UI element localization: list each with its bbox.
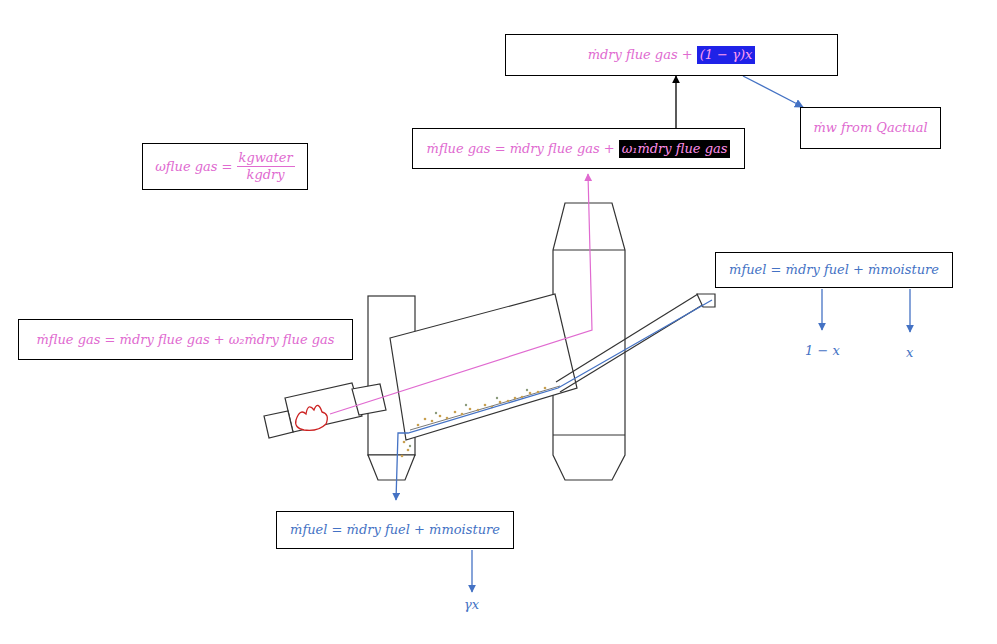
flow-arrow <box>743 76 803 107</box>
particles <box>401 387 547 458</box>
equation-text: ωflue gas = <box>155 159 232 175</box>
particle <box>529 392 532 395</box>
drum-bed-line <box>410 386 560 430</box>
equation-box: ṁdry flue gas +(1 − γ)x <box>505 34 838 76</box>
fraction: kgwaterkgdry <box>237 150 295 183</box>
equation-text: ṁflue gas = ṁdry flue gas + ω₂ṁdry flue … <box>37 332 335 348</box>
fraction-label: 1 − x <box>804 343 841 359</box>
particle <box>454 411 457 414</box>
particle <box>469 408 472 411</box>
particle <box>435 412 437 414</box>
left-hopper <box>368 455 415 480</box>
particle <box>401 455 404 458</box>
equation-text: ṁdry flue gas + <box>588 47 693 63</box>
equation-text: ṁfuel = ṁdry fuel + ṁmoisture <box>729 262 939 278</box>
leader-arrow <box>471 550 472 592</box>
equation-text: ṁflue gas = ṁdry flue gas + <box>427 141 615 157</box>
gas-flow-line <box>330 174 592 414</box>
particle <box>514 397 517 400</box>
particle <box>403 441 406 444</box>
particle <box>496 397 498 399</box>
burner-neck <box>352 384 386 415</box>
equation-text: kgwater <box>237 150 295 167</box>
burner-nozzle <box>264 411 293 438</box>
particle <box>439 415 442 418</box>
equation-box: ωflue gas = kgwaterkgdry <box>142 143 308 190</box>
equation-box: ṁw from Qactual <box>800 107 941 149</box>
particle <box>544 387 547 390</box>
housing-seam <box>553 435 625 436</box>
rotary-drum <box>390 294 577 440</box>
equation-text: ṁw from Qactual <box>813 120 927 136</box>
particle <box>465 404 467 406</box>
particle <box>446 417 449 420</box>
feed-chute <box>556 294 698 382</box>
solids-flow-line <box>396 300 712 500</box>
particle <box>537 391 540 394</box>
fraction-label: γx <box>463 597 480 613</box>
equation-box: ṁfuel = ṁdry fuel + ṁmoisture <box>276 511 514 549</box>
particle <box>526 389 528 391</box>
feed-inlet <box>697 294 715 307</box>
equation-box: ṁflue gas = ṁdry flue gas +ω₁ṁdry flue g… <box>412 128 745 169</box>
flow-arrow <box>675 76 676 128</box>
particle <box>424 418 427 421</box>
particle <box>407 449 410 452</box>
equation-text: kgdry <box>247 167 285 183</box>
particle <box>409 445 411 447</box>
equation-box: ṁfuel = ṁdry fuel + ṁmoisture <box>715 252 953 288</box>
particle <box>431 420 434 423</box>
particle <box>499 401 502 404</box>
equation-text: ṁfuel = ṁdry fuel + ṁmoisture <box>290 522 500 538</box>
particles <box>409 389 528 447</box>
leader-arrow <box>909 289 910 332</box>
particle <box>477 409 480 412</box>
particle <box>417 424 420 427</box>
leader-arrow <box>821 289 822 330</box>
equation-box: ṁflue gas = ṁdry flue gas + ω₂ṁdry flue … <box>18 319 353 360</box>
highlighted-term: ω₁ṁdry flue gas <box>619 140 731 158</box>
highlighted-term: (1 − γ)x <box>697 46 756 64</box>
particle <box>507 400 510 403</box>
fraction-label: x <box>905 345 914 361</box>
flame <box>296 405 328 430</box>
housing-seam <box>553 250 625 251</box>
particle <box>484 404 487 407</box>
particle <box>461 413 464 416</box>
